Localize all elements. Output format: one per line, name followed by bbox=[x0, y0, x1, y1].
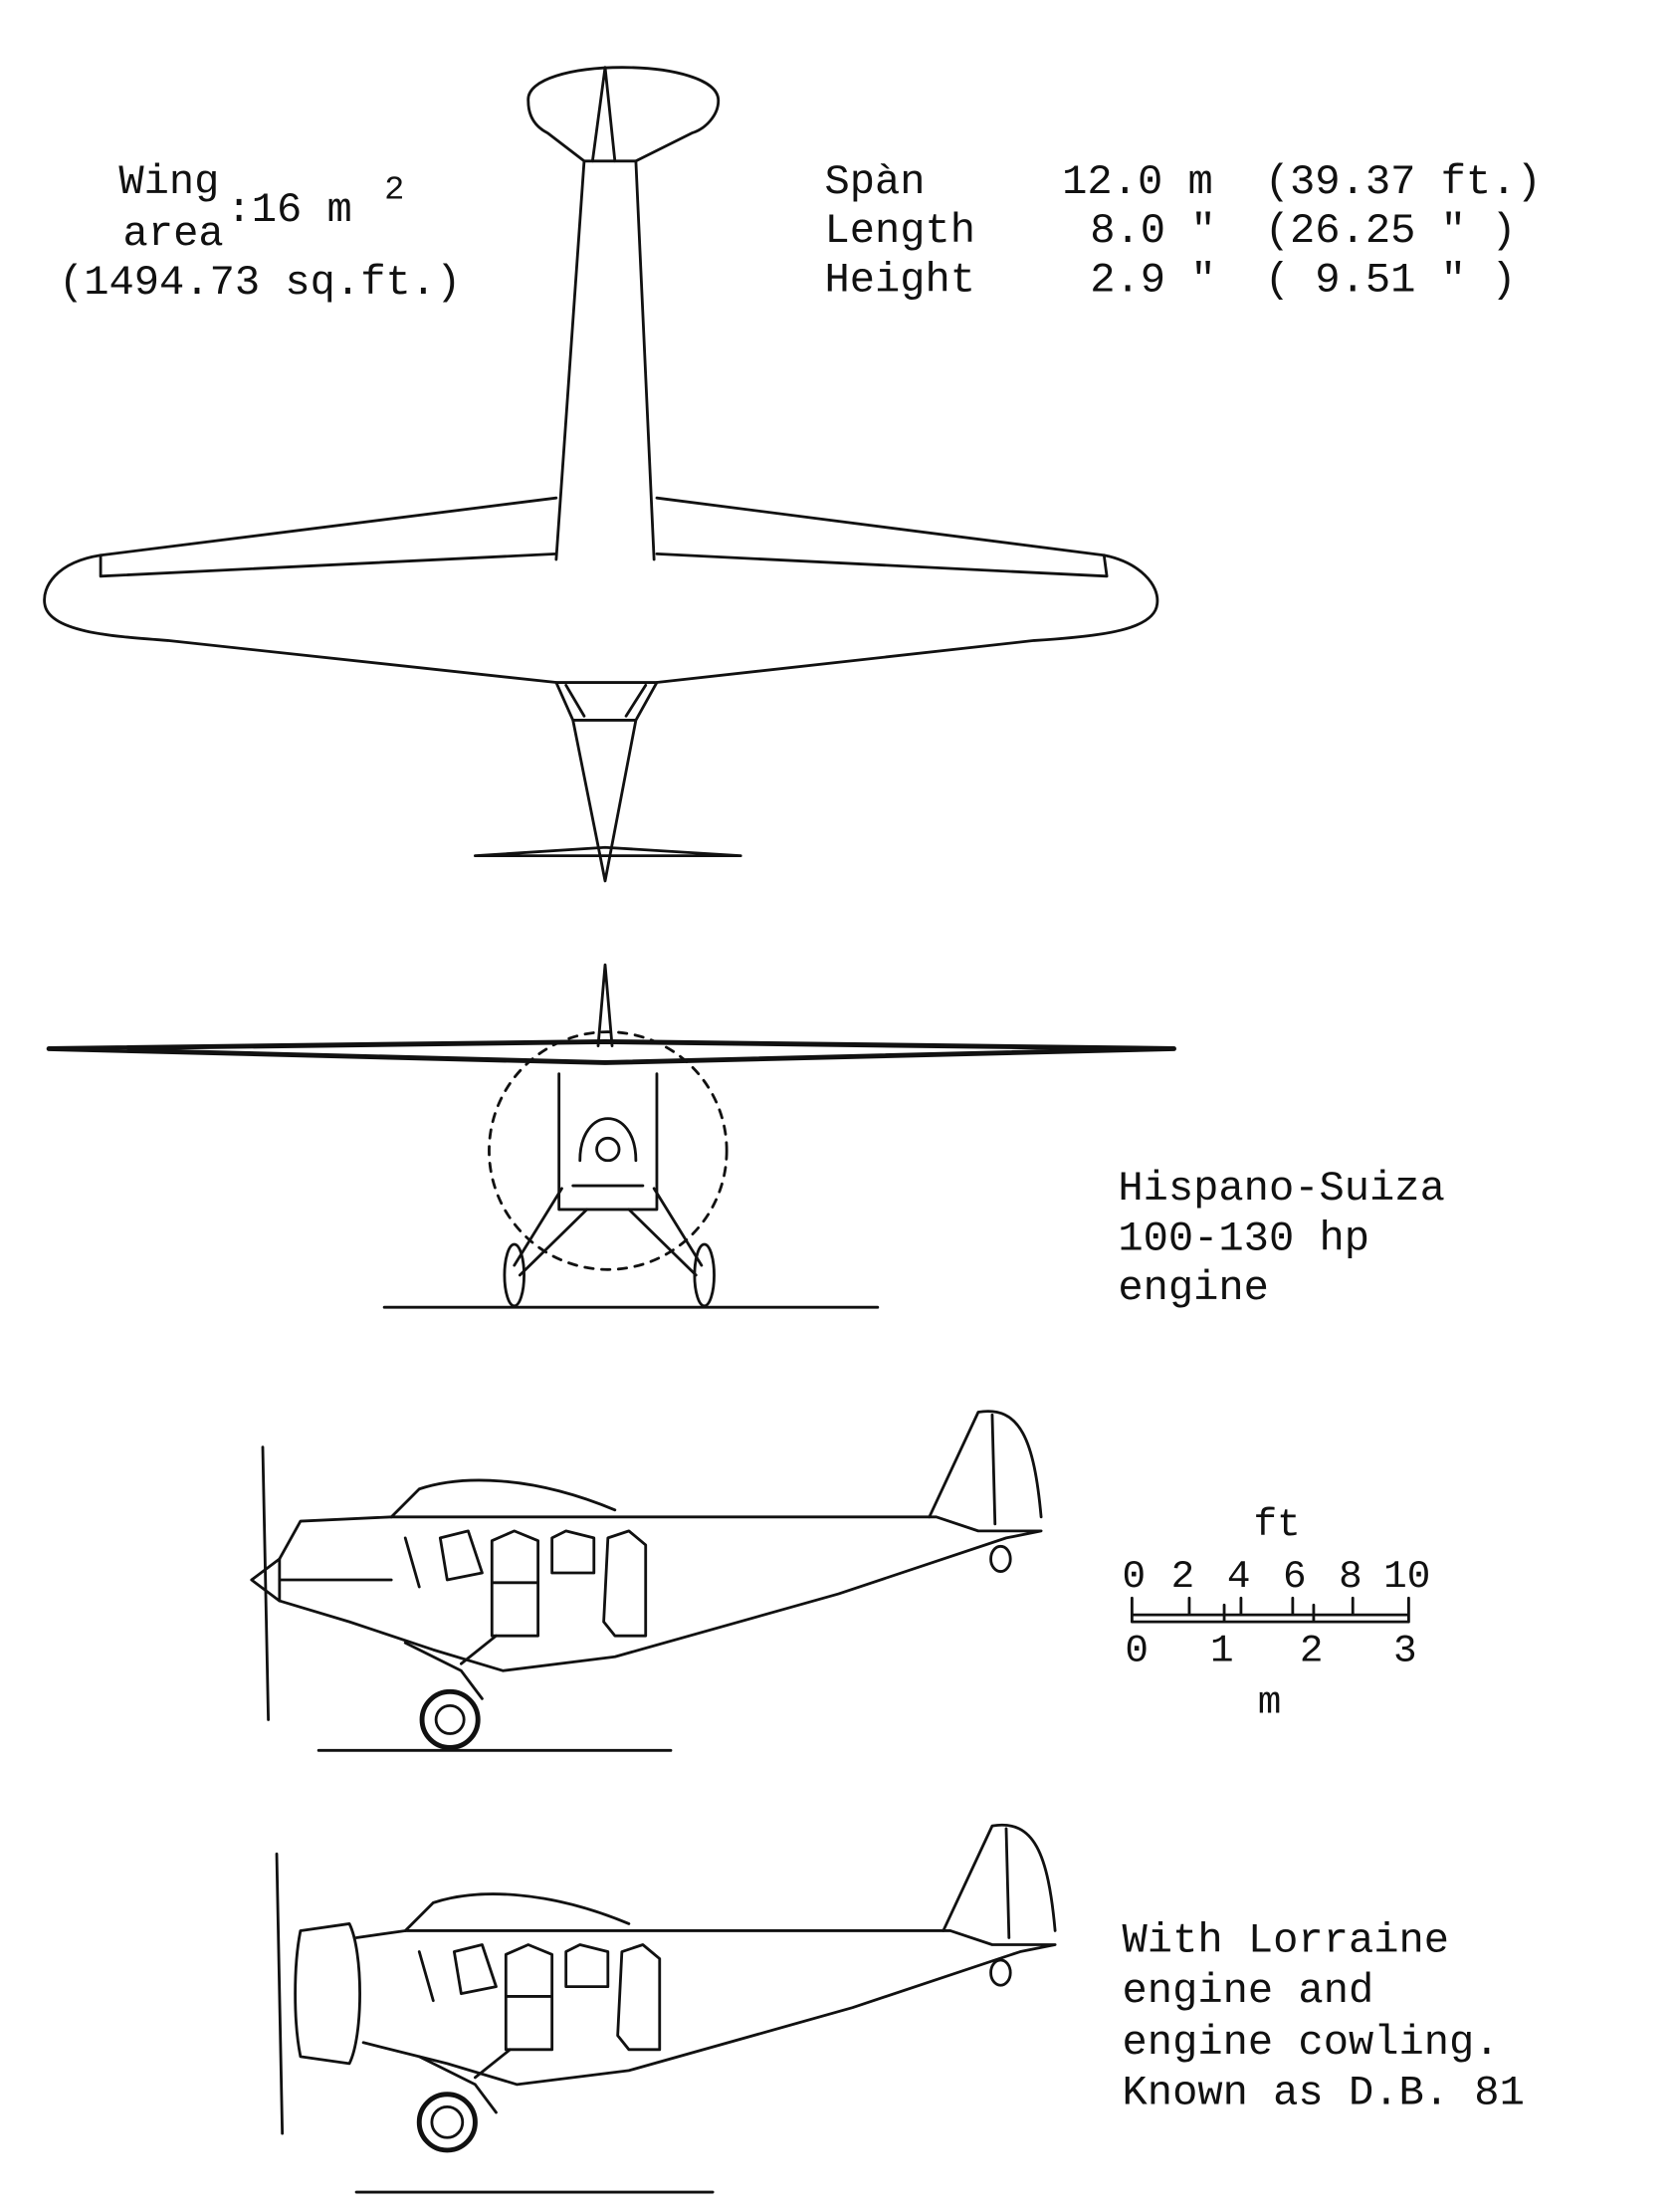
wing-area-label: Wing area :16 m 2 (1494.73 sq.ft.) bbox=[59, 158, 461, 307]
scale-ft-tick: 10 bbox=[1383, 1554, 1430, 1599]
wing-area-superscript: 2 bbox=[384, 172, 404, 210]
horizontal-tail-top bbox=[526, 66, 721, 163]
wing-area-value: :16 m bbox=[226, 186, 351, 234]
windows bbox=[403, 1529, 648, 1638]
spec-metric: 8.0 " bbox=[1090, 207, 1215, 255]
aileron-lines bbox=[99, 552, 1109, 578]
engine-cowling bbox=[294, 1922, 361, 2066]
wing-area-line1: Wing bbox=[118, 158, 219, 206]
landing-gear-side-2 bbox=[417, 2048, 512, 2114]
landing-gear-front bbox=[513, 1187, 704, 1277]
tailwheel-side bbox=[989, 1544, 1012, 1573]
engine-note: Hispano-Suiza 100-130 hp engine bbox=[1118, 1165, 1445, 1312]
scale-m-tick: 2 bbox=[1300, 1628, 1324, 1672]
variant-note-line: engine and bbox=[1123, 1967, 1374, 2015]
propeller-side-2 bbox=[275, 1852, 285, 2135]
wing-front bbox=[46, 1038, 1176, 1065]
cabin-roof bbox=[389, 1478, 617, 1519]
spec-metric: 12.0 m bbox=[1062, 158, 1213, 206]
fin-side bbox=[928, 1410, 1043, 1526]
spec-label: Length bbox=[824, 207, 975, 255]
scale-ft-tick: 8 bbox=[1339, 1554, 1363, 1599]
scale-bar: ft 0 2 4 6 8 10 0 1 2 3 m bbox=[1123, 1502, 1431, 1724]
fin-top bbox=[590, 66, 617, 163]
side-view-lorraine bbox=[275, 1823, 1057, 2194]
wing-top bbox=[43, 496, 1159, 684]
spec-label: Height bbox=[824, 256, 975, 304]
wheel-left bbox=[503, 1242, 525, 1308]
engine-note-line: engine bbox=[1118, 1264, 1269, 1312]
scale-ft-tick: 0 bbox=[1123, 1554, 1147, 1599]
spec-imperial: (39.37 ft.) bbox=[1265, 158, 1542, 206]
scale-ft-tick: 6 bbox=[1283, 1554, 1307, 1599]
top-view bbox=[43, 66, 1159, 883]
nose-top bbox=[554, 681, 659, 883]
spinner bbox=[595, 1136, 621, 1163]
scale-ft-tick: 4 bbox=[1227, 1554, 1251, 1599]
fin-front bbox=[596, 963, 614, 1048]
side-view-hispano bbox=[250, 1410, 1043, 1752]
wing-area-imperial: (1494.73 sq.ft.) bbox=[59, 259, 461, 307]
scale-m-tick: 0 bbox=[1125, 1628, 1149, 1672]
variant-note: With Lorraine engine and engine cowling.… bbox=[1123, 1917, 1525, 2117]
fuselage-front bbox=[557, 1072, 659, 1212]
propeller-side bbox=[261, 1445, 271, 1721]
wheel-side-2 bbox=[416, 2092, 478, 2153]
specs-table: Spàn 12.0 m (39.37 ft.) Length 8.0 " (26… bbox=[824, 158, 1541, 304]
wing-area-line2: area bbox=[123, 210, 224, 258]
wheel-right bbox=[693, 1242, 716, 1308]
scale-bar-line bbox=[1130, 1596, 1410, 1624]
fuselage-top bbox=[554, 159, 656, 561]
scale-m-tick: 1 bbox=[1210, 1628, 1234, 1672]
wheel-side bbox=[419, 1688, 481, 1750]
spec-metric: 2.9 " bbox=[1090, 256, 1215, 304]
variant-note-line: engine cowling. bbox=[1123, 2019, 1500, 2067]
tailwheel-side-2 bbox=[989, 1958, 1012, 1987]
propeller-top bbox=[474, 845, 742, 858]
variant-note-line: Known as D.B. 81 bbox=[1123, 2070, 1525, 2117]
fin-side-2 bbox=[942, 1823, 1057, 1939]
spec-imperial: (26.25 " ) bbox=[1265, 207, 1517, 255]
hub-side-2 bbox=[430, 2104, 465, 2139]
scale-m-label: m bbox=[1258, 1679, 1282, 1724]
spec-imperial: ( 9.51 " ) bbox=[1265, 256, 1517, 304]
scale-ft-tick: 2 bbox=[1171, 1554, 1195, 1599]
cabin-roof-2 bbox=[403, 1892, 631, 1932]
scale-m-tick: 3 bbox=[1393, 1628, 1417, 1672]
front-view bbox=[46, 963, 1176, 1309]
fuselage-side bbox=[278, 1515, 1043, 1672]
hub-side bbox=[434, 1703, 466, 1735]
spec-label: Spàn bbox=[824, 158, 925, 206]
landing-gear-side bbox=[403, 1634, 498, 1700]
variant-note-line: With Lorraine bbox=[1123, 1917, 1450, 1965]
engine-note-line: Hispano-Suiza bbox=[1118, 1165, 1445, 1213]
scale-ft-label: ft bbox=[1254, 1502, 1301, 1547]
engine-note-line: 100-130 hp bbox=[1118, 1216, 1369, 1263]
propeller-disc bbox=[488, 1030, 729, 1271]
windows-2 bbox=[417, 1943, 662, 2052]
fuselage-side-2 bbox=[354, 1929, 1057, 2087]
